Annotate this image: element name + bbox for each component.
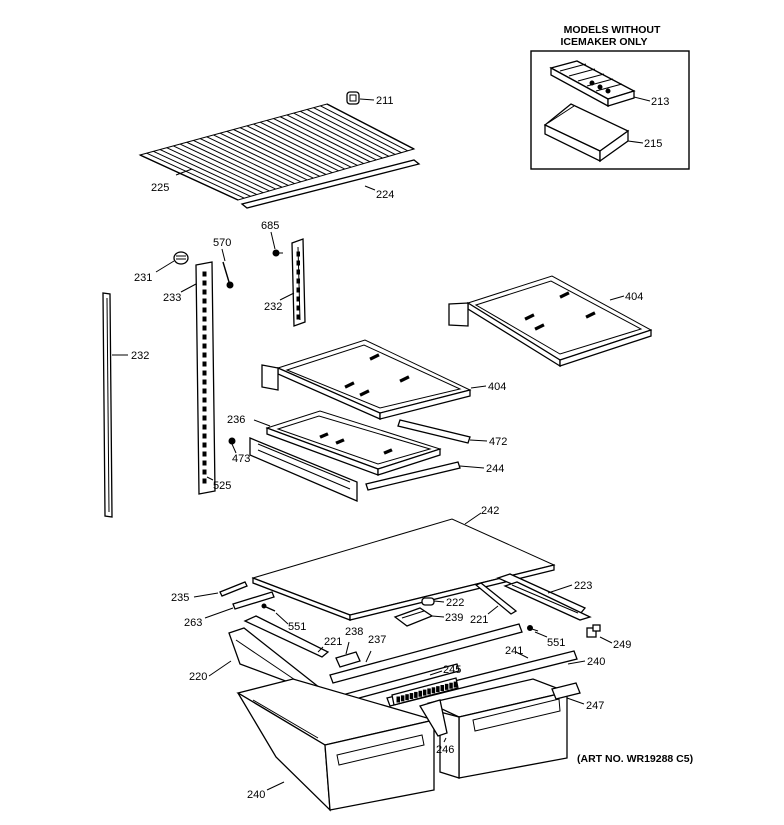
short-rail-part [291,238,306,327]
screw-570-part [222,261,234,289]
screw-473-part [228,437,236,445]
ice-bucket-part [543,103,630,163]
part-label-241: 241 [505,645,523,657]
ice-tray-part [549,60,636,108]
divider-bar-237-part [329,623,523,684]
part-label-235: 235 [171,592,189,604]
part-label-238: 238 [345,626,363,638]
shelf-trim-strip-part [240,159,421,209]
part-label-222: 222 [446,597,464,609]
track-223-part [496,573,592,621]
knob-part [173,251,189,265]
bracket-239-part [393,607,434,627]
icemaker-inset: MODELS WITHOUT ICEMAKER ONLY 213 [530,24,690,170]
pan-side-246-part [419,699,448,737]
part-label-263: 263 [184,617,202,629]
inset-title-line1: MODELS WITHOUT [564,24,661,36]
part-label-240-left: 240 [247,789,265,801]
part-label-473: 473 [232,453,250,465]
part-label-246: 246 [436,744,454,756]
part-label-231: 231 [134,272,152,284]
tab-238-part [335,651,361,668]
part-label-213: 213 [651,96,669,108]
part-label-525: 525 [213,480,231,492]
part-label-242: 242 [481,505,499,517]
part-label-232-mid: 232 [264,301,282,313]
part-label-247: 247 [586,700,604,712]
part-label-472: 472 [489,436,507,448]
part-label-220: 220 [189,671,207,683]
part-label-685: 685 [261,220,279,232]
clip-249-part [586,624,601,638]
part-label-551-right: 551 [547,637,565,649]
inset-title-line2: ICEMAKER ONLY [560,36,647,48]
part-label-223: 223 [574,580,592,592]
part-label-232-left: 232 [131,350,149,362]
roller-222-part [421,597,435,606]
part-label-221-left: 221 [324,636,342,648]
part-label-551-left: 551 [288,621,306,633]
glass-shelf-middle-part [261,339,472,420]
screw-551-right-part [527,625,539,632]
part-label-245: 245 [443,664,461,676]
part-label-240-right: 240 [587,656,605,668]
part-label-570: 570 [213,237,231,249]
part-label-215: 215 [644,138,662,150]
part-label-224: 224 [376,189,394,201]
part-label-221-right: 221 [470,614,488,626]
shelf-ladder-part [195,261,216,495]
part-label-244: 244 [486,463,504,475]
part-label-404-middle: 404 [488,381,506,393]
part-label-237: 237 [368,634,386,646]
part-label-249: 249 [613,639,631,651]
slide-out-shelf-part [249,410,471,502]
glass-shelf-right-part [448,275,653,368]
part-label-233: 233 [163,292,181,304]
part-label-225: 225 [151,182,169,194]
art-number: (ART NO. WR19288 C5) [577,753,693,765]
part-label-239: 239 [445,612,463,624]
crisper-drawer-left-part [236,678,437,812]
shelf-clip-part [346,91,360,105]
inset-frame [530,50,690,170]
wire-shelf-part [138,103,416,201]
screw-551-left-part [261,603,276,612]
channel-263-part [232,591,275,610]
handle-247-part [551,682,581,700]
long-rail-part [102,292,113,518]
part-label-236: 236 [227,414,245,426]
pan-support-220-part [228,615,330,693]
part-label-211: 211 [376,95,394,107]
slide-221-right-part [474,582,518,615]
screw-685-part [272,249,283,257]
part-label-404-right: 404 [625,291,643,303]
crisper-drawer-right-part [427,678,570,779]
cover-support-235-part [219,581,248,597]
